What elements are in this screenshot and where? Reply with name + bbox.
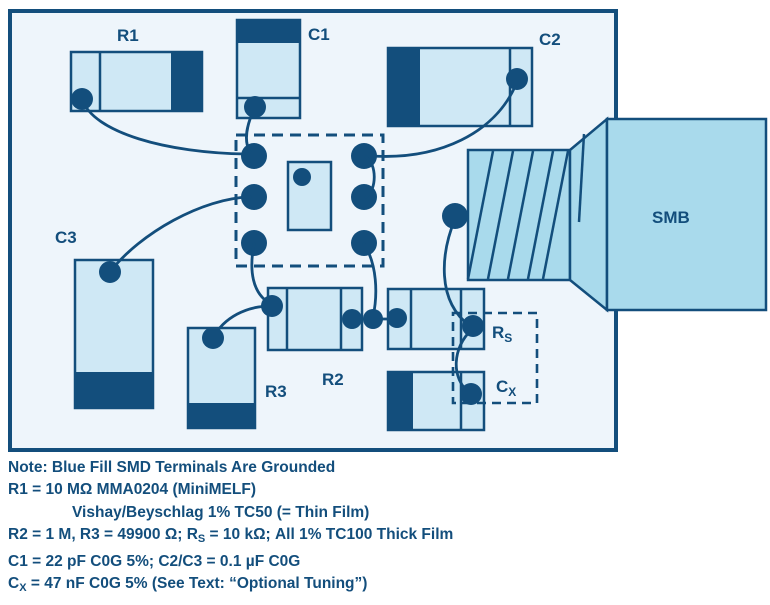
smb-thread-hatch-line	[486, 150, 515, 280]
smb-thread-hatch-line	[526, 150, 555, 280]
r1-grounded-terminal	[171, 53, 201, 110]
r1-label: R1	[117, 26, 139, 45]
smb-neck	[568, 116, 609, 313]
r3-terminal-dot	[202, 327, 224, 349]
wires	[80, 80, 519, 395]
ic-pin-pad-dot	[241, 143, 267, 169]
component-c2	[386, 46, 534, 128]
note-line6-pre: C	[8, 575, 20, 593]
c3-terminal-dot	[99, 261, 121, 283]
smb-thread-hatch-line	[541, 150, 570, 280]
component-r1	[69, 50, 204, 113]
component-c3	[73, 258, 155, 410]
ic-pin-pad-dot	[241, 184, 267, 210]
rs-left-terminal-dot	[387, 308, 407, 328]
rs-label: RS	[492, 323, 512, 345]
note-line6-post: = 47 nF C0G 5% (See Text: “Optional Tuni…	[26, 575, 368, 593]
cx-terminal-dot	[460, 383, 482, 405]
ic-footprint-outline	[234, 133, 385, 268]
wire-c3-to-ic	[108, 195, 252, 274]
smb-thread-section	[466, 148, 572, 282]
wire-c2-to-ic	[370, 80, 519, 158]
figure-canvas: SMB	[8, 9, 768, 452]
c1-terminal-dot	[244, 96, 266, 118]
smb-signal-dot	[442, 203, 468, 229]
c3-grounded-terminal	[76, 372, 152, 407]
rs-right-terminal-dot	[462, 315, 484, 337]
note-line-r2-r3-rs: R2 = 1 M, R3 = 49900 Ω; RS = 10 kΩ; All …	[8, 524, 748, 550]
note-line6-sub: X	[19, 582, 27, 595]
cx-label: CX	[496, 377, 516, 399]
smb-connector: SMB	[466, 116, 768, 313]
note-line-c1-c2-c3: C1 = 22 pF C0G 5%; C2/C3 = 0.1 µF C0G	[8, 552, 301, 570]
c3-label: C3	[55, 228, 77, 247]
terminal-dots	[71, 68, 528, 405]
note-line-vishay: Vishay/Beyschlag 1% TC50 (= Thin Film)	[72, 503, 370, 521]
r2-right-terminal-dot	[342, 309, 362, 329]
note-line4-pre: R2 = 1 M, R3 = 49900 Ω; R	[8, 526, 198, 544]
r2-left-terminal-dot	[261, 295, 283, 317]
smb-thread-hatch-line	[466, 150, 495, 280]
r3-grounded-terminal	[189, 403, 254, 427]
r2-label: R2	[322, 370, 344, 389]
c2-label: C2	[539, 30, 561, 49]
note-line4-post: = 10 kΩ; All 1% TC100 Thick Film	[205, 526, 454, 544]
c2-grounded-terminal	[389, 49, 420, 125]
r3-label: R3	[265, 382, 287, 401]
c1-grounded-terminal	[238, 21, 299, 43]
note-line-grounded: Note: Blue Fill SMD Terminals Are Ground…	[8, 459, 336, 476]
smb-body	[605, 117, 768, 312]
smb-thread-hatch-line	[506, 150, 535, 280]
wire-r1-to-ic	[80, 97, 248, 156]
component-labels: R1 C1 C2 C3 R2 R3 RS CX	[55, 25, 561, 401]
r1-terminal-dot	[71, 88, 93, 110]
smb-label: SMB	[652, 208, 690, 227]
wire-ic-pin-link	[364, 155, 376, 199]
wire-smb-to-rs	[442, 217, 472, 328]
c1-label: C1	[308, 25, 330, 44]
note-line-r1: R1 = 10 MΩ MMA0204 (MiniMELF)	[8, 481, 256, 499]
optional-tuning-outline	[451, 311, 539, 405]
figure-notes: Note: Blue Fill SMD Terminals Are Ground…	[8, 457, 748, 599]
junction-dot	[363, 309, 383, 329]
cx-grounded-terminal	[389, 373, 413, 429]
note-line-cx: CX = 47 nF C0G 5% (See Text: “Optional T…	[8, 573, 748, 599]
ic-center-via-dot	[293, 168, 311, 186]
c2-terminal-dot	[506, 68, 528, 90]
note-line4-sub: S	[197, 533, 206, 546]
smb-thread-hatch-line-short	[577, 133, 586, 223]
